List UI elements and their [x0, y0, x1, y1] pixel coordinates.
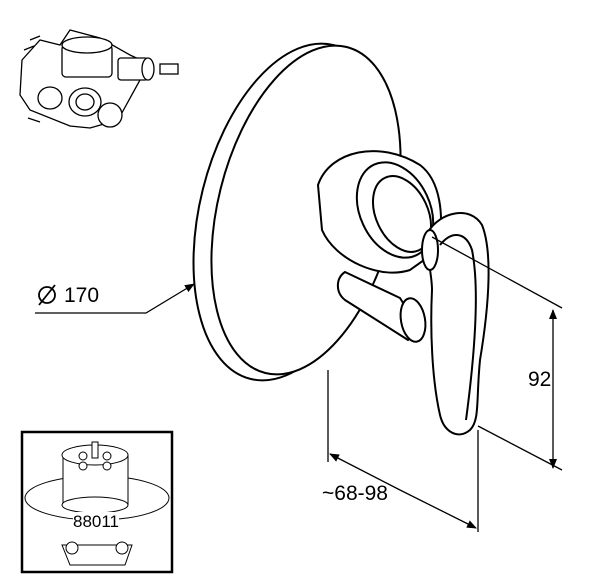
height-label: 92 [528, 368, 552, 391]
part-number-label: 88011 [73, 512, 120, 532]
height-dimension [431, 236, 563, 471]
projection-label: ~68-98 [322, 482, 388, 505]
diameter-dimension [35, 283, 195, 314]
inset-box [20, 430, 174, 574]
diameter-label: 170 [64, 284, 100, 307]
mixer-body [316, 150, 442, 274]
diameter-symbol-icon [38, 284, 56, 306]
diverter-knob [336, 270, 427, 343]
projection-dimension [327, 370, 479, 532]
valve-body-illustration [19, 29, 179, 129]
lever-handle [421, 212, 490, 436]
